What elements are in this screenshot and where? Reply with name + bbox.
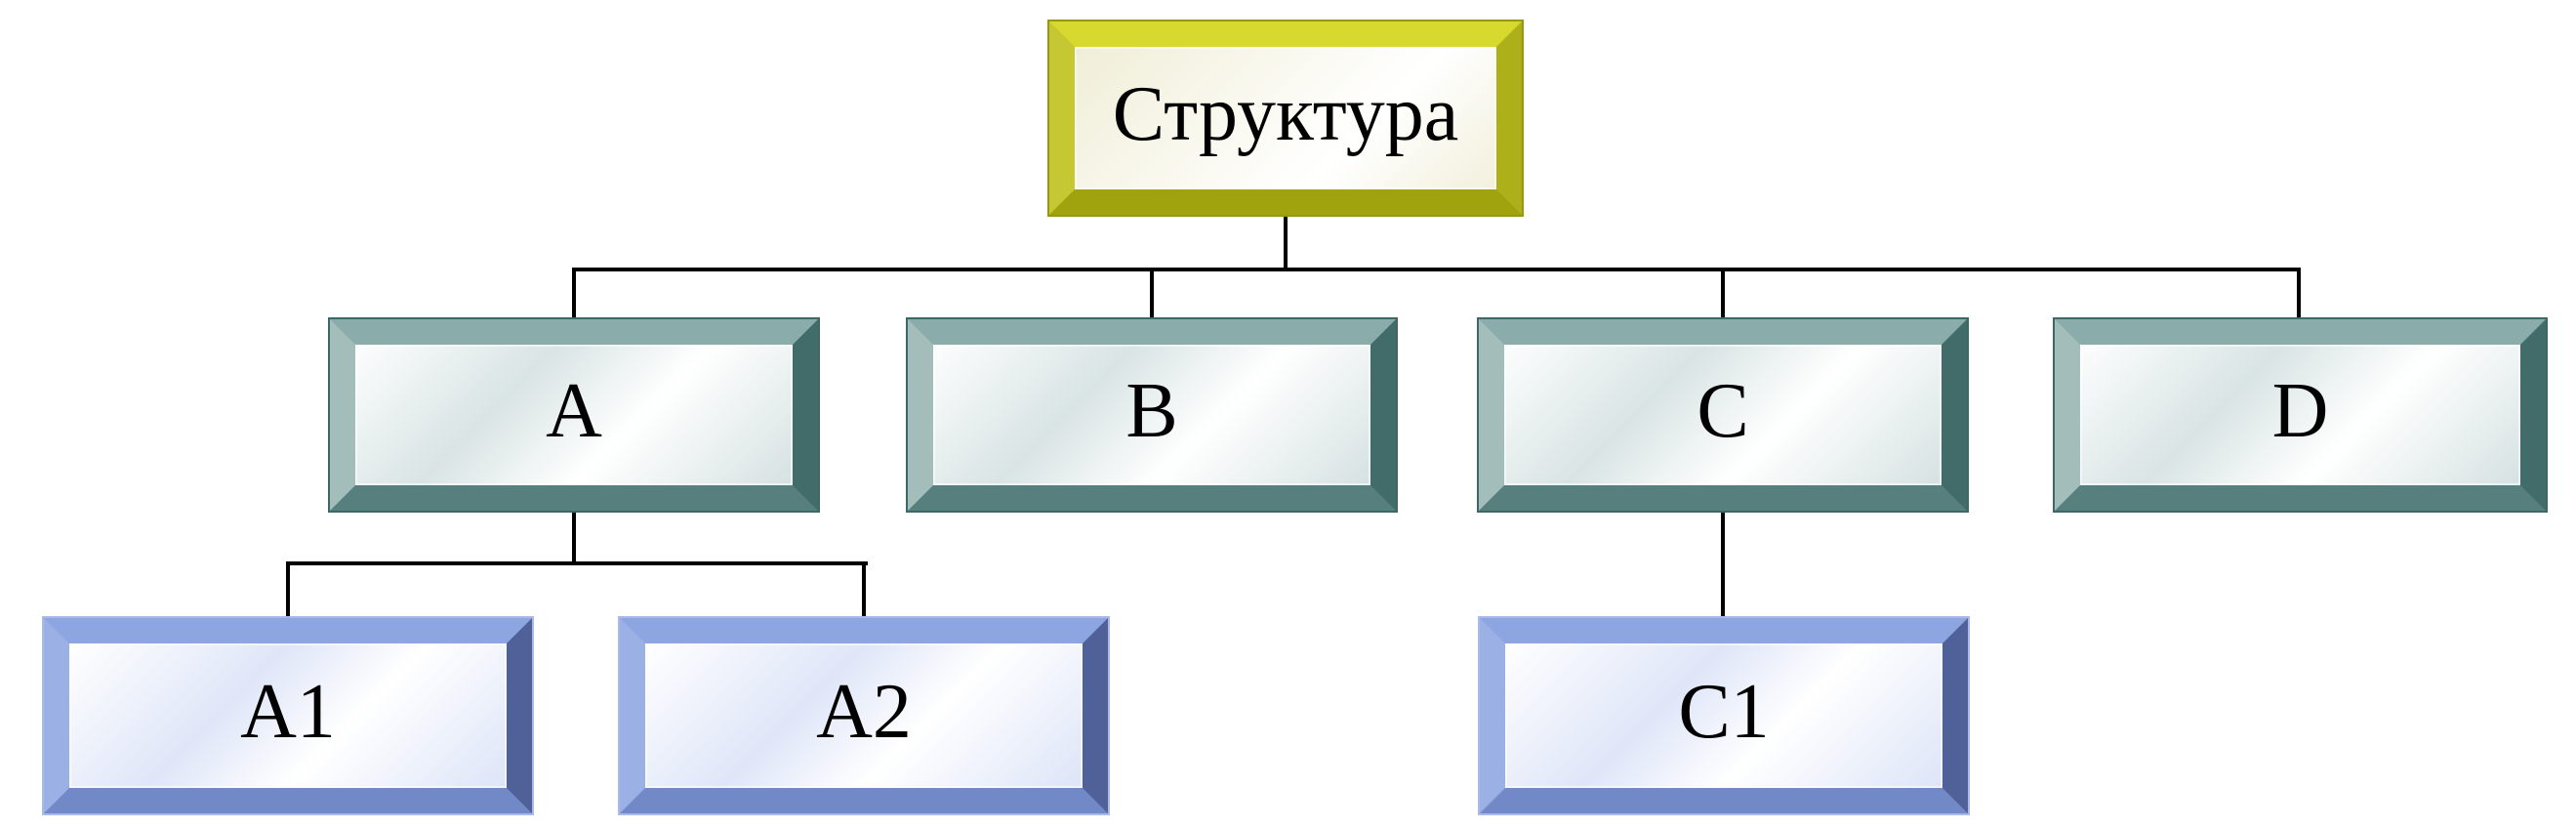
node-a1: A1: [42, 616, 534, 815]
connector-drop-to-a1: [286, 561, 290, 620]
connector-drop-to-a2: [862, 561, 866, 620]
node-c: C: [1477, 317, 1969, 513]
node-a2: A2: [618, 616, 1110, 815]
node-c-label: C: [1697, 368, 1749, 454]
connector-drop-to-d: [2297, 268, 2301, 321]
connector-a-children-trunk: [286, 561, 868, 565]
node-a-label: A: [546, 368, 602, 454]
connector-root-stem: [1284, 215, 1288, 271]
node-a: A: [328, 317, 820, 513]
node-c1: C1: [1478, 616, 1970, 815]
node-a1-label: A1: [240, 669, 336, 755]
connector-drop-to-c: [1721, 268, 1725, 321]
node-root-label: Структура: [1112, 71, 1459, 157]
connector-a-stem: [572, 509, 576, 565]
node-b-label: B: [1125, 368, 1178, 454]
connector-drop-to-b: [1150, 268, 1154, 321]
connector-level2-trunk: [572, 268, 2301, 271]
node-a2-label: A2: [816, 669, 912, 755]
node-d-label: D: [2271, 368, 2329, 454]
node-c1-label: C1: [1678, 669, 1770, 755]
node-root: Структура: [1047, 20, 1524, 217]
node-b: B: [906, 317, 1398, 513]
connector-drop-to-a: [572, 268, 576, 321]
node-d: D: [2053, 317, 2548, 513]
connector-c-to-c1: [1721, 509, 1725, 620]
